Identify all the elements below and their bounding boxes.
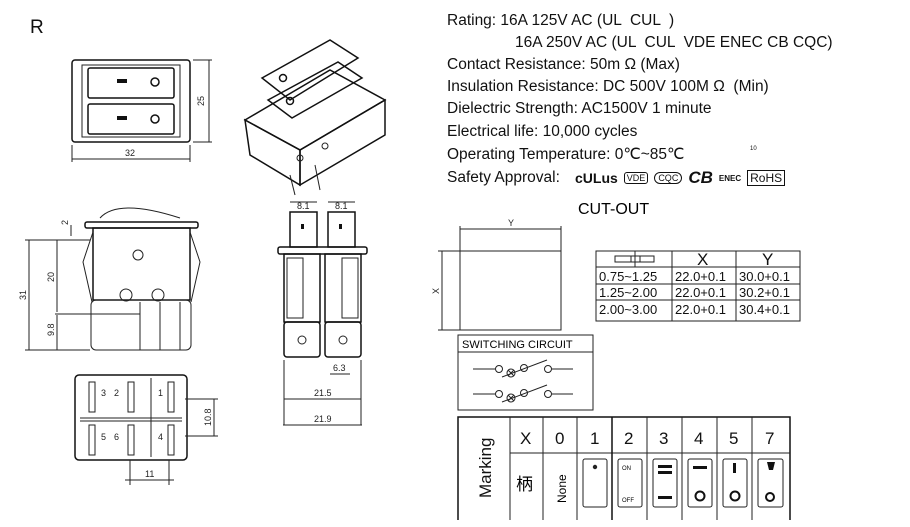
- circuit-switch-symbol: [473, 384, 573, 403]
- pin-label: 5: [101, 432, 106, 442]
- table-cell: 30.0+0.1: [739, 269, 790, 284]
- cutout-x-label: X: [431, 288, 441, 294]
- switching-circuit-title: SWITCHING CIRCUIT: [462, 339, 573, 351]
- dim-bottom-pitch-h: 11: [145, 469, 154, 479]
- cutout-y-label: Y: [508, 218, 514, 228]
- marking-code: 3: [659, 429, 668, 448]
- cutout-row: 2.00~3.00 22.0+0.1 30.4+0.1: [599, 302, 790, 317]
- table-cell: 2.00~3.00: [599, 302, 657, 317]
- marking-code: 1: [590, 429, 599, 448]
- bottom-view: 3 2 1 5 6 4 10.8 11: [74, 374, 218, 485]
- marking-code: X: [520, 429, 531, 448]
- temp-note: 10: [750, 146, 757, 152]
- table-cell: 0.75~1.25: [599, 269, 657, 284]
- marking-on-off-icon: ON OFF: [617, 458, 643, 508]
- table-cell: 30.2+0.1: [739, 285, 790, 300]
- dim-front-body: 21.5: [314, 388, 332, 398]
- marking-none: None: [555, 474, 569, 503]
- marking-dot-icon: [582, 458, 608, 508]
- dim-front-flange: 21.9: [314, 414, 332, 424]
- table-cell: ON: [622, 466, 631, 472]
- dim-top-width: 32: [125, 148, 135, 158]
- cutout-title: CUT-OUT: [578, 201, 649, 218]
- table-cell: 30.4+0.1: [739, 302, 790, 317]
- spec-contact-resistance: Contact Resistance: 50m Ω (Max): [447, 56, 680, 73]
- pin-label: 6: [114, 432, 119, 442]
- cutout-table: X Y 0.75~1.25 22.0+0.1 30.0+0.1 1.25~2.0…: [595, 250, 801, 322]
- table-cell: 22.0+0.1: [675, 302, 726, 317]
- pin-label: 4: [158, 432, 163, 442]
- spec-safety-approval: Safety Approval:: [447, 169, 560, 186]
- marking-label: Marking: [476, 438, 495, 498]
- ul-mark-icon: cULus: [575, 170, 618, 186]
- marking-x-symbol: 柄: [516, 475, 533, 495]
- spec-rating-1: Rating: 16A 125V AC (UL CUL ): [447, 12, 675, 29]
- enec-mark-icon: ENEC: [718, 173, 742, 183]
- table-cell: 22.0+0.1: [675, 269, 726, 284]
- marking-code: 5: [729, 429, 738, 448]
- side-view: 31 20 9.8 2: [18, 207, 201, 351]
- perspective-view: [243, 39, 387, 196]
- rohs-mark-icon: RoHS: [747, 170, 786, 186]
- marking-code: 2: [624, 429, 633, 448]
- marking-bar-circle-icon: [687, 458, 713, 508]
- cb-mark-icon: CB: [688, 168, 713, 187]
- table-cell: OFF: [622, 498, 634, 504]
- front-view: 8.1 8.1 6.3 21.5 21.9: [277, 201, 368, 426]
- series-letter: R: [30, 17, 44, 38]
- table-cell: 22.0+0.1: [675, 285, 726, 300]
- dim-side-body: 20: [46, 272, 56, 282]
- cqc-mark-icon: CQC: [654, 172, 683, 184]
- spec-rating-2: 16A 250V AC (UL CUL VDE ENEC CB CQC): [515, 34, 833, 51]
- approval-marks: cULus VDE CQC CB ENEC RoHS: [575, 168, 786, 188]
- pin-label: 1: [158, 388, 163, 398]
- marking-table: Marking X 0 1 2 3 4 5 7 柄 None ON OFF: [457, 416, 791, 520]
- cutout-section: CUT-OUT Y X: [431, 201, 649, 331]
- dim-side-rocker: 2: [60, 220, 70, 225]
- spec-dielectric-strength: Dielectric Strength: AC1500V 1 minute: [447, 100, 712, 117]
- spec-insulation-resistance: Insulation Resistance: DC 500V 100M Ω (M…: [447, 78, 769, 95]
- marking-lamp-icon: [757, 458, 784, 508]
- pin-label: 3: [101, 388, 106, 398]
- cutout-row: 1.25~2.00 22.0+0.1 30.2+0.1: [599, 285, 790, 300]
- top-view: 32 25: [71, 59, 212, 162]
- dim-side-terminal: 9.8: [46, 323, 56, 336]
- cutout-header-x: X: [697, 250, 708, 269]
- marking-code: 4: [694, 429, 703, 448]
- pin-label: 2: [114, 388, 119, 398]
- dim-front-rocker-2: 8.1: [335, 201, 348, 211]
- dim-side-total: 31: [18, 290, 28, 300]
- spec-electrical-life: Electrical life: 10,000 cycles: [447, 123, 638, 140]
- table-cell: 1.25~2.00: [599, 285, 657, 300]
- cutout-header-y: Y: [762, 250, 773, 269]
- dim-bottom-pitch-v: 10.8: [203, 408, 213, 426]
- spec-operating-temperature: Operating Temperature: 0℃~85℃: [447, 146, 685, 163]
- switching-circuit: SWITCHING CIRCUIT: [457, 334, 594, 411]
- circuit-switch-symbol: [473, 359, 573, 378]
- cutout-row: 0.75~1.25 22.0+0.1 30.0+0.1: [599, 269, 790, 284]
- marking-code: 7: [765, 429, 774, 448]
- marking-code: 0: [555, 429, 564, 448]
- dim-top-height: 25: [196, 96, 206, 106]
- dim-front-rocker-1: 8.1: [297, 201, 310, 211]
- vde-mark-icon: VDE: [623, 172, 649, 184]
- marking-i-o-icon: [722, 458, 748, 508]
- marking-double-bar-icon: [652, 458, 678, 508]
- panel-thickness-icon: [614, 251, 655, 267]
- dim-front-terminal: 6.3: [333, 363, 346, 373]
